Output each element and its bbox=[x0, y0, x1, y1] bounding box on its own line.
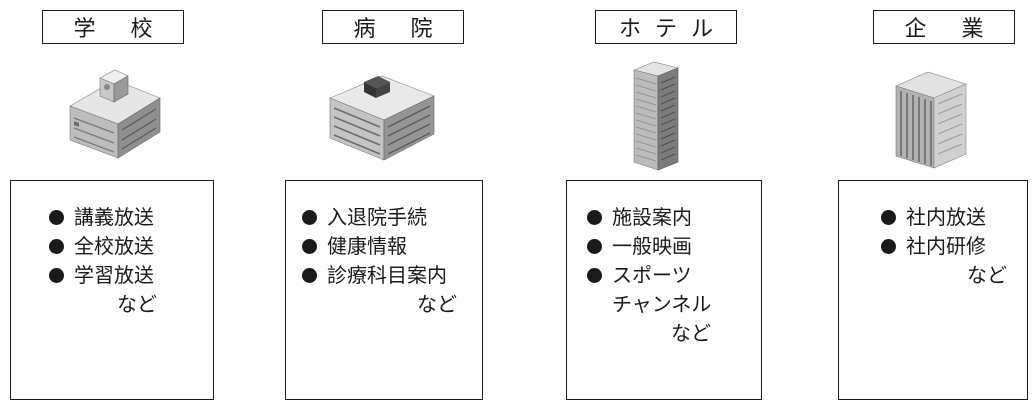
office-building-icon bbox=[895, 71, 967, 169]
info-box: 社内放送 社内研修 など bbox=[838, 180, 1028, 400]
suffix-text: など bbox=[671, 321, 711, 345]
list-item: 学習放送 bbox=[49, 261, 213, 290]
list-item: 診療科目案内 bbox=[302, 261, 482, 290]
bullet-icon bbox=[587, 210, 602, 225]
category-title: ホテル bbox=[595, 10, 737, 44]
category-title: 病 院 bbox=[322, 10, 464, 44]
hospital-building-icon bbox=[329, 75, 435, 161]
suffix-text: など bbox=[417, 292, 457, 316]
bullet-icon bbox=[302, 268, 317, 283]
list-item: 健康情報 bbox=[302, 232, 482, 261]
bullet-icon bbox=[302, 239, 317, 254]
list-item: 一般映画 bbox=[587, 232, 761, 261]
list-item: 社内放送 bbox=[881, 203, 1027, 232]
list-item: 全校放送 bbox=[49, 232, 213, 261]
list-item-continuation: チャンネル bbox=[612, 292, 712, 316]
list-item: スポーツ bbox=[587, 261, 761, 290]
info-box: 施設案内 一般映画 スポーツ チャンネル など bbox=[566, 180, 762, 400]
suffix-text: など bbox=[117, 292, 157, 316]
bullet-icon bbox=[587, 268, 602, 283]
bullet-icon bbox=[49, 268, 64, 283]
list-item: 講義放送 bbox=[49, 203, 213, 232]
column-hospital: 病 院 入退院手続 健康情報 診療科目案内 など bbox=[260, 0, 530, 400]
info-box: 入退院手続 健康情報 診療科目案内 など bbox=[285, 180, 483, 400]
list-item: 社内研修 bbox=[881, 232, 1027, 261]
category-title: 企 業 bbox=[873, 10, 1015, 44]
hotel-building-icon bbox=[633, 61, 679, 171]
suffix-text: など bbox=[967, 263, 1007, 287]
bullet-icon bbox=[49, 239, 64, 254]
column-hotel: ホテル bbox=[530, 0, 800, 400]
column-company: 企 業 社内放送 社内研修 など bbox=[800, 0, 1034, 400]
school-building-icon bbox=[69, 69, 161, 159]
bullet-icon bbox=[302, 210, 317, 225]
info-box: 講義放送 全校放送 学習放送 など bbox=[10, 180, 214, 400]
list-item: 施設案内 bbox=[587, 203, 761, 232]
list-item: 入退院手続 bbox=[302, 203, 482, 232]
column-school: 学 校 講義放送 全校放送 学習放送 など bbox=[0, 0, 260, 400]
bullet-icon bbox=[881, 210, 896, 225]
bullet-icon bbox=[587, 239, 602, 254]
bullet-icon bbox=[49, 210, 64, 225]
bullet-icon bbox=[881, 239, 896, 254]
category-title: 学 校 bbox=[42, 10, 184, 44]
